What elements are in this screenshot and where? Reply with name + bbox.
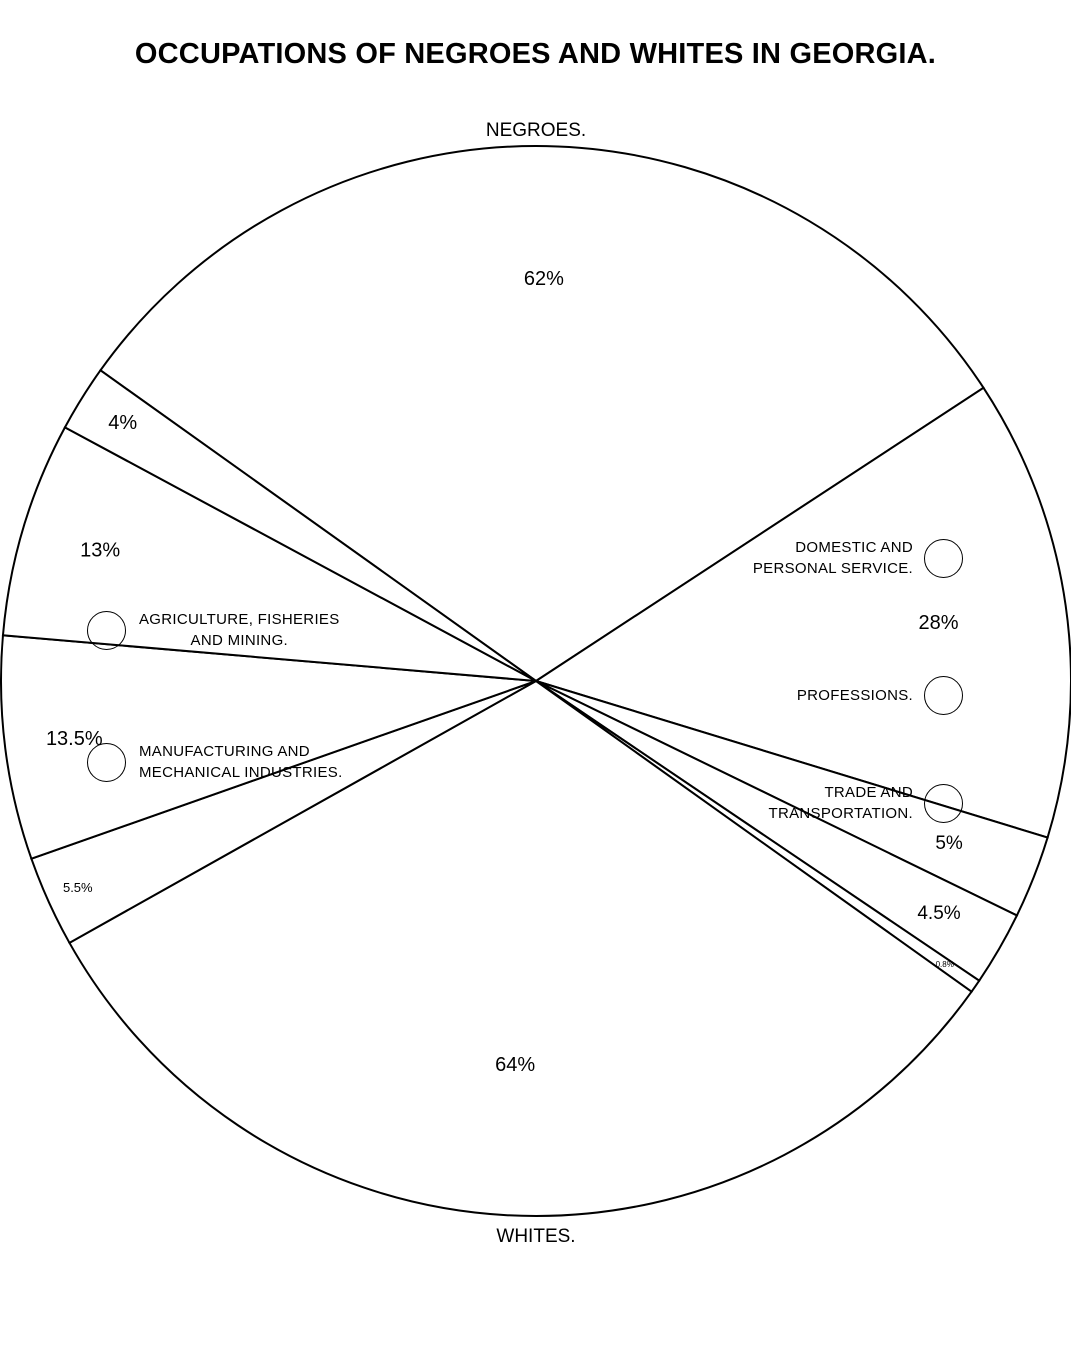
negroes-half: 62% 28% 5% 4.5% 0.8% xyxy=(99,145,1071,994)
legend-label-agriculture: AGRICULTURE, FISHERIES AND MINING. xyxy=(139,611,340,649)
whites-half: 64% 5.5% 13.5% 13% 4% xyxy=(0,368,973,1217)
legend-label-professions: PROFESSIONS. xyxy=(796,687,913,704)
whites-slice-professions xyxy=(63,368,537,682)
whites-slice-trade xyxy=(1,426,537,682)
legend-swatch-professions xyxy=(924,676,963,715)
whites-label-agriculture: 64% xyxy=(495,1054,535,1076)
negroes-label-manufacturing: 5% xyxy=(935,833,963,854)
legend-label-domestic: DOMESTIC AND PERSONAL SERVICE. xyxy=(752,539,913,577)
negroes-slice-domestic xyxy=(533,386,1071,839)
whites-label-domestic: 5.5% xyxy=(63,880,93,895)
negroes-label-agriculture: 62% xyxy=(524,268,564,290)
whites-slice-agriculture xyxy=(68,679,973,1217)
series-label-negroes: NEGROES. xyxy=(486,120,586,141)
legend-label-trade: TRADE AND TRANSPORTATION. xyxy=(768,784,913,822)
whites-label-manufacturing: 13.5% xyxy=(46,728,103,750)
legend-item-professions: PROFESSIONS. xyxy=(797,676,963,715)
chart-title: OCCUPATIONS OF NEGROES AND WHITES IN GEO… xyxy=(134,38,937,70)
negroes-slice-agriculture xyxy=(99,145,985,683)
whites-label-trade: 13% xyxy=(80,539,120,561)
legend-swatch-domestic xyxy=(924,538,963,578)
series-label-whites: WHITES. xyxy=(496,1226,575,1247)
legend-label-manufacturing: MANUFACTURING AND MECHANICAL INDUSTRIES. xyxy=(139,743,343,781)
whites-label-professions: 4% xyxy=(108,412,137,434)
legend-swatch-trade xyxy=(924,783,963,823)
legend-item-manufacturing: MANUFACTURING AND MECHANICAL INDUSTRIES. xyxy=(87,741,343,783)
negroes-label-professions: 0.8% xyxy=(936,960,954,969)
legend-swatch-agriculture xyxy=(87,610,126,650)
negroes-label-trade: 4.5% xyxy=(917,903,960,924)
legend-item-trade: TRADE AND TRANSPORTATION. xyxy=(768,782,963,824)
legend-item-agriculture: AGRICULTURE, FISHERIES AND MINING. xyxy=(87,609,340,651)
negroes-label-domestic: 28% xyxy=(918,612,958,634)
legend-swatch-manufacturing xyxy=(87,742,126,782)
whites-slice-manufacturing xyxy=(0,634,537,860)
legend-item-domestic: DOMESTIC AND PERSONAL SERVICE. xyxy=(753,537,963,579)
